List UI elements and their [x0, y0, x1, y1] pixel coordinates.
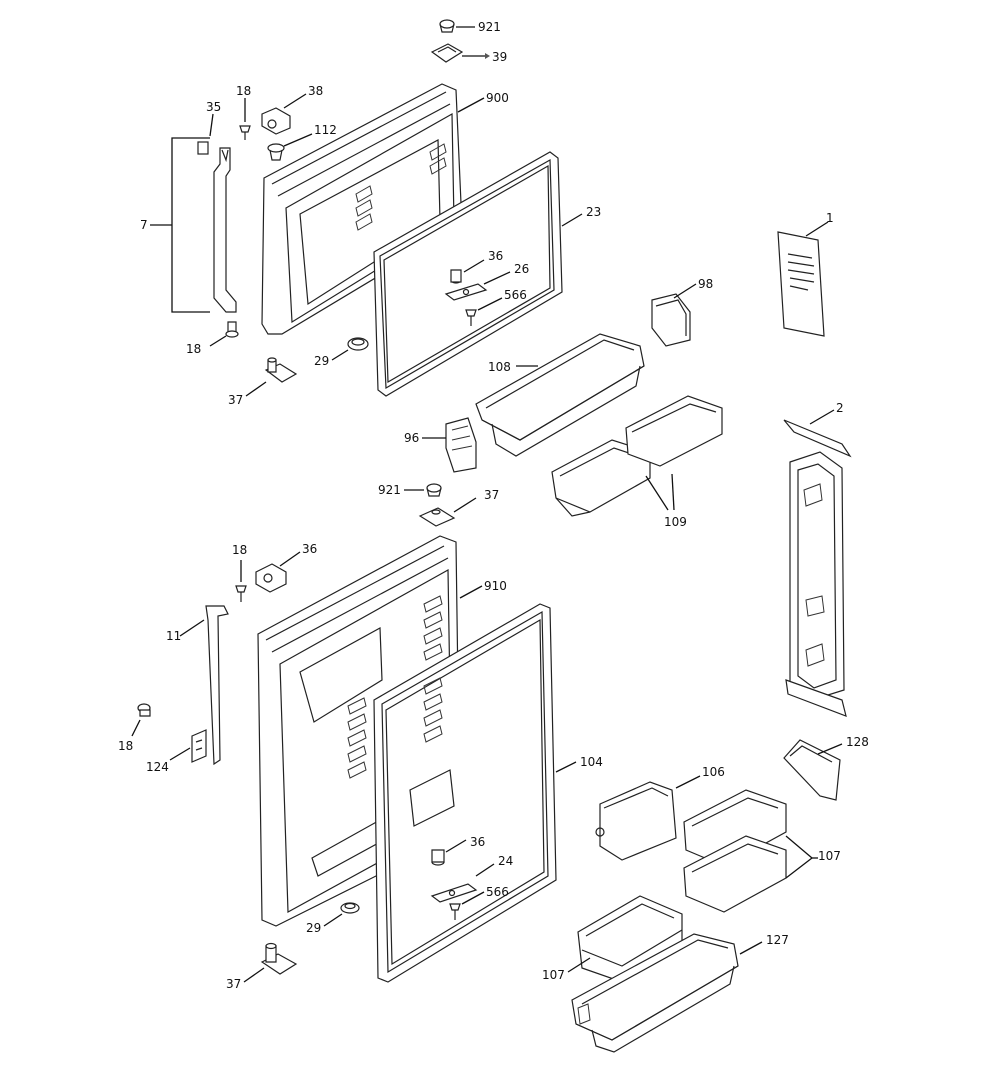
part-37-hinge-mid [418, 497, 477, 527]
part-39-hinge [430, 43, 490, 63]
label-107-left: 107 [542, 968, 565, 982]
part-38-bracket [261, 93, 307, 135]
label-36-mid: 36 [302, 542, 317, 556]
label-23: 23 [586, 205, 601, 219]
part-98-dairy-door [651, 283, 697, 347]
label-124: 124 [146, 760, 169, 774]
label-35: 35 [206, 100, 221, 114]
part-106-butter-compartment [595, 775, 701, 861]
label-38: 38 [308, 84, 323, 98]
label-96: 96 [404, 431, 419, 445]
part-109-door-bins [551, 395, 723, 517]
label-566-low: 566 [486, 885, 509, 899]
label-39: 39 [492, 50, 507, 64]
part-921-top-plug [439, 19, 475, 33]
label-18-upper-left: 18 [186, 342, 201, 356]
part-96-side-piece [422, 417, 477, 473]
label-26: 26 [514, 262, 529, 276]
part-18-screw-lower-left [131, 703, 151, 737]
label-128: 128 [846, 735, 869, 749]
part-124-bracket [169, 729, 207, 763]
label-900: 900 [486, 91, 509, 105]
callout-labels: 921 39 38 18 35 112 900 7 23 1 36 26 566… [118, 20, 869, 991]
label-7: 7 [140, 218, 148, 232]
label-112: 112 [314, 123, 337, 137]
part-108-door-shelf [475, 333, 645, 457]
part-23-gasket [373, 151, 583, 397]
part-18-screw-upper-left [209, 321, 239, 347]
part-18-screw-top [239, 98, 251, 140]
part-18-screw-mid [235, 560, 247, 602]
label-29-low: 29 [306, 921, 321, 935]
label-29-top: 29 [314, 354, 329, 368]
label-106: 106 [702, 765, 725, 779]
label-2: 2 [836, 401, 844, 415]
label-127: 127 [766, 933, 789, 947]
part-7-handle [150, 137, 237, 313]
part-36-hinge-pin-top [450, 259, 485, 284]
part-36-bracket-mid [255, 551, 301, 593]
part-112-cap [267, 133, 313, 161]
label-18-lower-left: 18 [118, 739, 133, 753]
label-109: 109 [664, 515, 687, 529]
part-107-right-bins [683, 789, 818, 913]
part-2-trim-strip [783, 409, 852, 458]
label-566-top: 566 [504, 288, 527, 302]
part-side-panel-assembly [785, 451, 847, 717]
label-98: 98 [698, 277, 713, 291]
label-24: 24 [498, 854, 513, 868]
label-104: 104 [580, 755, 603, 769]
label-107-right: 107 [818, 849, 841, 863]
part-566-screw-low [449, 891, 485, 920]
part-26-bracket [444, 271, 511, 301]
label-36-top: 36 [488, 249, 503, 263]
part-11-handle [179, 605, 229, 766]
label-37-mid: 37 [484, 488, 499, 502]
part-128-small-bin [783, 739, 843, 801]
label-37-top: 37 [228, 393, 243, 407]
part-29-plug-low [323, 902, 360, 927]
label-18-mid: 18 [232, 543, 247, 557]
label-108: 108 [488, 360, 511, 374]
part-37-hinge-top [245, 357, 298, 397]
label-36-low: 36 [470, 835, 485, 849]
part-35-clip [197, 113, 214, 155]
part-566-screw-top [465, 297, 503, 326]
part-921-mid-plug [404, 483, 442, 497]
part-36-hinge-pin-low [431, 839, 467, 866]
part-24-bracket [430, 863, 495, 903]
part-900-freezer-door [261, 83, 485, 335]
label-37-bottom: 37 [226, 977, 241, 991]
label-1: 1 [826, 211, 834, 225]
part-37-hinge-bottom [243, 942, 298, 983]
label-921-mid: 921 [378, 483, 401, 497]
label-11: 11 [166, 629, 181, 643]
label-921-top: 921 [478, 20, 501, 34]
part-29-plug-top [331, 337, 369, 361]
part-1-literature-manual [777, 221, 829, 337]
label-910: 910 [484, 579, 507, 593]
label-18-top: 18 [236, 84, 251, 98]
part-104-gasket [373, 603, 577, 983]
part-127-long-shelf [571, 933, 763, 1053]
